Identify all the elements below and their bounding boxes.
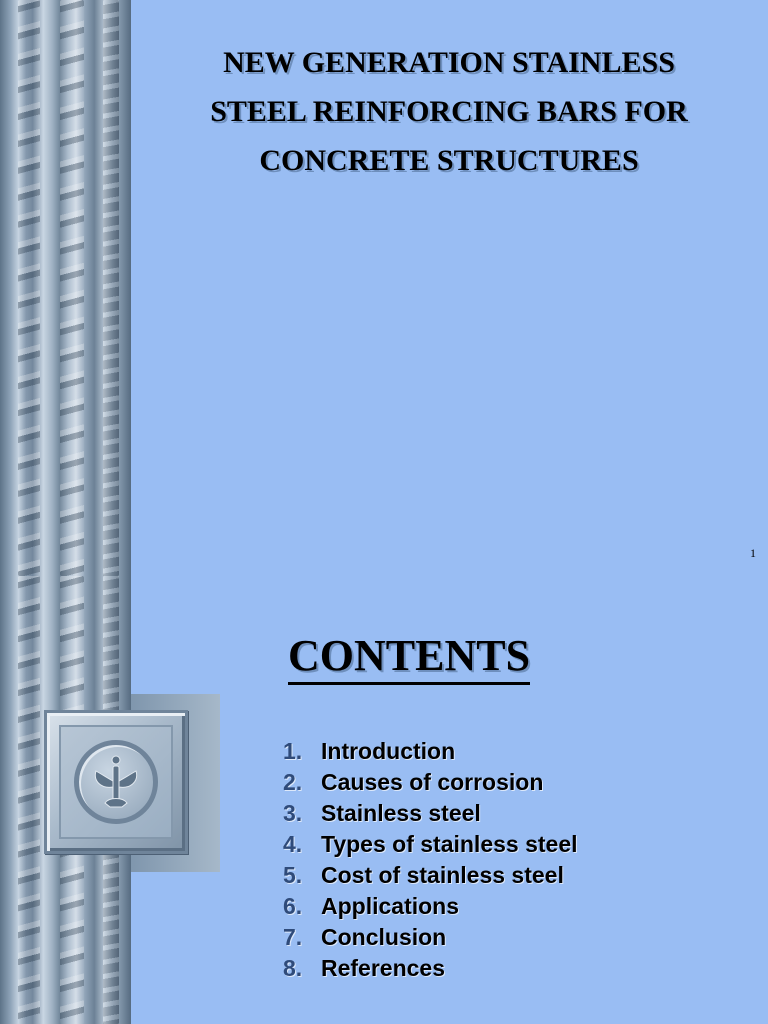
list-item: 5. Cost of stainless steel xyxy=(283,860,578,891)
item-label: Introduction xyxy=(321,738,456,764)
item-label: Stainless steel xyxy=(321,800,481,826)
item-label: Applications xyxy=(321,893,460,919)
item-label: Conclusion xyxy=(321,924,447,950)
emblem-panel xyxy=(59,725,173,839)
list-item: 3. Stainless steel xyxy=(283,798,578,829)
item-label: Types of stainless steel xyxy=(321,831,578,857)
emblem-frame xyxy=(44,710,188,854)
fleur-emblem-icon xyxy=(74,740,158,824)
item-number: 5. xyxy=(283,862,303,888)
item-label: References xyxy=(321,955,446,981)
item-number: 7. xyxy=(283,924,303,950)
contents-heading: CONTENTS xyxy=(288,632,531,685)
fleur-emblem-glyph xyxy=(94,755,138,808)
item-number: 1. xyxy=(283,738,303,764)
list-item: 7. Conclusion xyxy=(283,922,578,953)
rebar-decoration xyxy=(0,0,131,576)
item-number: 3. xyxy=(283,800,303,826)
item-label: Cost of stainless steel xyxy=(321,862,564,888)
title-line-3: CONCRETE STRUCTURES xyxy=(259,144,639,177)
list-item: 4. Types of stainless steel xyxy=(283,829,578,860)
title-line-2: STEEL REINFORCING BARS FOR xyxy=(210,95,688,128)
title-slide: NEW GENERATION STAINLESS STEEL REINFORCI… xyxy=(0,0,756,576)
list-item: 1. Introduction xyxy=(283,736,578,767)
rebar-middle xyxy=(60,0,84,576)
rebar-left xyxy=(18,0,40,576)
rebar-right xyxy=(103,0,119,576)
item-number: 2. xyxy=(283,769,303,795)
page-number: 1 xyxy=(750,546,756,560)
slide-title: NEW GENERATION STAINLESS STEEL REINFORCI… xyxy=(150,38,748,185)
contents-list: 1. Introduction 2. Causes of corrosion 3. S… xyxy=(283,736,578,984)
title-line-1: NEW GENERATION STAINLESS xyxy=(223,46,675,79)
item-label: Causes of corrosion xyxy=(321,769,544,795)
list-item: 6. Applications xyxy=(283,891,578,922)
list-item: 8. References xyxy=(283,953,578,984)
list-item: 2. Causes of corrosion xyxy=(283,767,578,798)
item-number: 4. xyxy=(283,831,303,857)
rebar-left xyxy=(18,576,40,1024)
contents-slide: CONTENTS 1. Introduction 2. Causes of corr… xyxy=(0,576,768,1024)
item-number: 8. xyxy=(283,955,303,981)
item-number: 6. xyxy=(283,893,303,919)
